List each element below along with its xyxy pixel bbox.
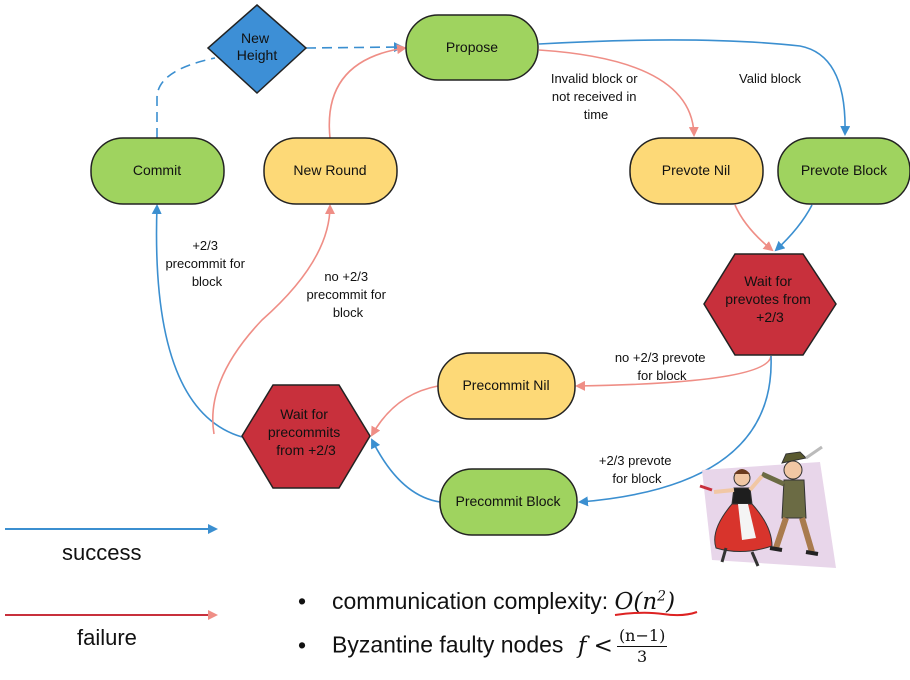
svg-text:New Height: New Height: [237, 30, 278, 63]
red-underline-annotation: [614, 611, 697, 617]
edge-wait-precommits-to-new-round: [212, 204, 335, 435]
edge-label-yes-prevote: +2/3 prevote for block: [599, 453, 675, 486]
node-prevote-nil: Prevote Nil: [629, 137, 764, 205]
legend-failure-label: failure: [77, 625, 137, 650]
node-prevote-block: Prevote Block: [777, 137, 910, 205]
edge-precommit-block-to-wait-precommits: [371, 438, 441, 503]
edge-label-commit-condition: +2/3 precommit for block: [165, 238, 248, 289]
node-commit: Commit: [90, 137, 225, 205]
node-precommit-block-label: Precommit Block: [455, 493, 561, 509]
faulty-nodes-formula-lhs: f <: [577, 632, 613, 659]
node-wait-prevotes-label: Wait for prevotes from +2/3: [725, 273, 814, 325]
node-new-height-line2: Height: [237, 47, 278, 63]
edge-wait-prevotes-to-precommit-block: [578, 355, 772, 507]
edge-label-valid-block: Valid block: [739, 71, 801, 86]
bullet-byzantine-faulty-nodes: • Byzantine faulty nodes f <(n−1)3: [298, 626, 668, 667]
node-new-height-line1: New: [241, 30, 270, 46]
edge-new-height-to-propose: [305, 42, 404, 53]
node-prevote-nil-label: Prevote Nil: [662, 162, 730, 178]
edge-propose-to-prevote-block: [538, 39, 851, 136]
bullet-1-text: communication complexity:: [332, 588, 609, 614]
edge-precommit-nil-to-wait-precommits: [371, 385, 439, 437]
edge-new-round-to-propose: [328, 44, 407, 139]
edges: [151, 39, 851, 507]
node-propose: Propose: [405, 14, 539, 81]
edge-label-invalid-block: Invalid block or not received in time: [551, 71, 641, 122]
edge-commit-to-new-height: [156, 57, 216, 138]
bullet-2-text: Byzantine faulty nodes: [332, 631, 564, 658]
node-new-round-label: New Round: [293, 162, 366, 178]
edge-prevote-block-to-wait-prevotes: [774, 204, 813, 252]
bullet-communication-complexity: • communication complexity: O(n2): [298, 588, 697, 617]
dancing-couple-picture: [699, 445, 836, 568]
node-new-round: New Round: [263, 137, 398, 205]
node-prevote-block-label: Prevote Block: [801, 162, 888, 178]
edge-wait-prevotes-to-precommit-nil: [575, 355, 772, 391]
edge-propose-to-prevote-nil: [538, 49, 699, 137]
bullet-dot: •: [298, 631, 307, 658]
node-new-height: New Height: [206, 4, 308, 95]
faulty-nodes-fraction: (n−1)3: [616, 626, 668, 666]
node-wait-precommits-label: Wait for precommits from +2/3: [268, 406, 344, 458]
edge-label-new-round-condition: no +2/3 precommit for block: [306, 269, 389, 320]
edge-wait-precommits-to-commit: [151, 204, 243, 438]
edge-label-no-prevote: no +2/3 prevote for block: [615, 350, 709, 383]
bullet-dot: •: [298, 588, 307, 614]
complexity-formula: O(n2): [614, 588, 697, 617]
node-propose-label: Propose: [446, 39, 498, 55]
node-wait-prevotes: Wait for prevotes from +2/3: [703, 253, 837, 356]
node-precommit-nil-label: Precommit Nil: [462, 377, 549, 393]
node-precommit-block: Precommit Block: [439, 468, 578, 536]
node-precommit-nil: Precommit Nil: [437, 352, 576, 420]
legend-success-label: success: [62, 540, 142, 565]
edge-prevote-nil-to-wait-prevotes: [734, 204, 774, 252]
node-wait-precommits: Wait for precommits from +2/3: [241, 384, 371, 489]
node-commit-label: Commit: [133, 162, 181, 178]
